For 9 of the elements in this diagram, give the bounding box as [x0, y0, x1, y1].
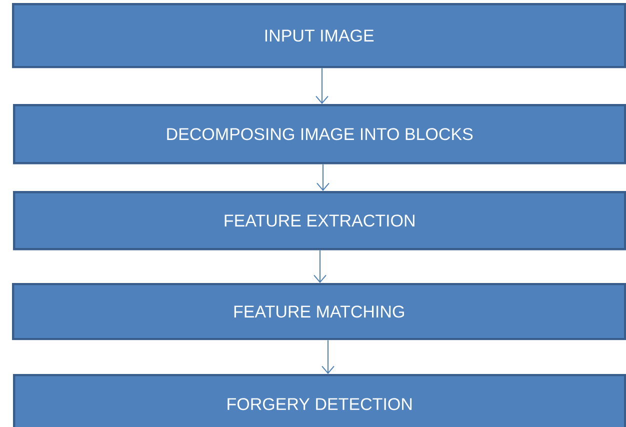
- process-box: DECOMPOSING IMAGE INTO BLOCKS: [13, 104, 626, 164]
- process-box: FEATURE MATCHING: [12, 282, 626, 340]
- arrow: [316, 68, 328, 104]
- process-box: FEATURE EXTRACTION: [13, 191, 626, 250]
- process-box: INPUT IMAGE: [12, 2, 626, 68]
- arrow: [316, 164, 330, 191]
- process-box: FORGERY DETECTION: [13, 374, 626, 427]
- arrow: [322, 340, 334, 374]
- arrow: [314, 250, 326, 283]
